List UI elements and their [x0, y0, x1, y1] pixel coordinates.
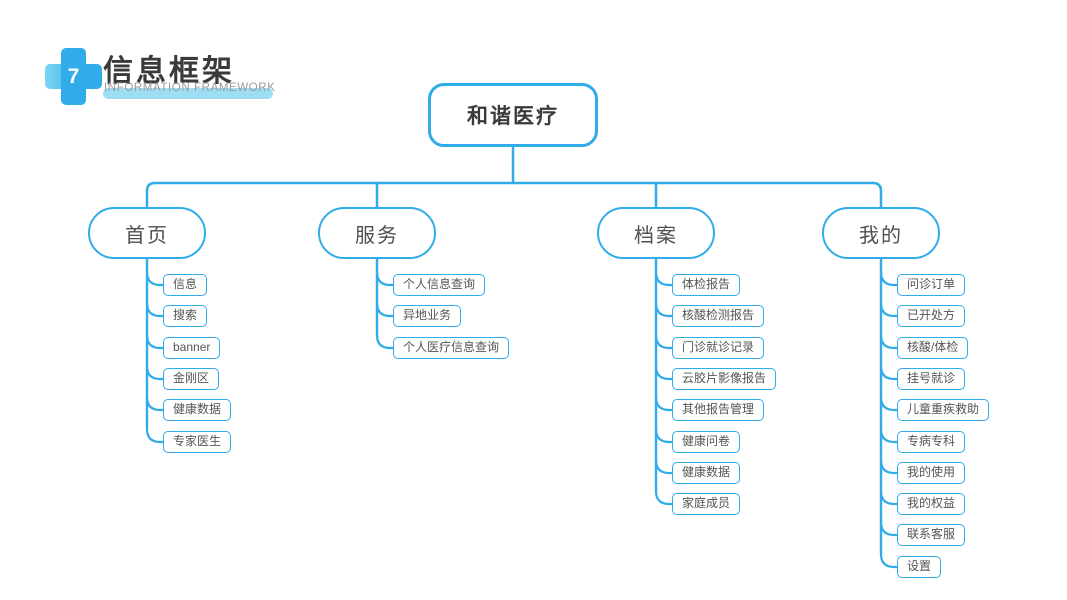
leaf-node: 门诊就诊记录 — [672, 337, 765, 359]
branch-node: 首页 — [88, 207, 206, 259]
branch-node: 档案 — [597, 207, 715, 259]
leaf-node: 信息 — [163, 274, 208, 296]
leaf-node: 健康问卷 — [672, 431, 741, 453]
subtitle-highlight — [103, 88, 273, 99]
leaf-node: 个人医疗信息查询 — [393, 337, 510, 359]
leaf-node: 挂号就诊 — [897, 368, 966, 390]
branch-node: 我的 — [822, 207, 940, 259]
root-node: 和谐医疗 — [428, 83, 598, 147]
leaf-node: 已开处方 — [897, 305, 966, 327]
leaf-node: 家庭成员 — [672, 493, 741, 515]
page-subtitle: INFORMATION FRAMEWORK — [104, 82, 276, 94]
leaf-node: 儿童重疾救助 — [897, 399, 990, 421]
leaf-node: 其他报告管理 — [672, 399, 765, 421]
leaf-node: banner — [163, 337, 221, 359]
leaf-node: 云胶片影像报告 — [672, 368, 777, 390]
leaf-node: 问诊订单 — [897, 274, 966, 296]
leaf-node: 异地业务 — [393, 305, 462, 327]
leaf-node: 我的使用 — [897, 462, 966, 484]
leaf-node: 专病专科 — [897, 431, 966, 453]
leaf-node: 核酸/体检 — [897, 337, 969, 359]
leaf-node: 我的权益 — [897, 493, 966, 515]
leaf-node: 金刚区 — [163, 368, 220, 390]
leaf-node: 体检报告 — [672, 274, 741, 296]
branch-node: 服务 — [318, 207, 436, 259]
leaf-node: 设置 — [897, 556, 942, 578]
leaf-node: 专家医生 — [163, 431, 232, 453]
leaf-node: 个人信息查询 — [393, 274, 486, 296]
section-number: 7 — [67, 65, 80, 88]
leaf-node: 核酸检测报告 — [672, 305, 765, 327]
page-title: 信息框架 — [103, 55, 235, 88]
leaf-node: 健康数据 — [672, 462, 741, 484]
leaf-node: 搜索 — [163, 305, 208, 327]
cross-vertical-bar — [61, 48, 86, 105]
leaf-node: 联系客服 — [897, 524, 966, 546]
leaf-node: 健康数据 — [163, 399, 232, 421]
plus-cross-icon: 7 — [45, 48, 102, 105]
